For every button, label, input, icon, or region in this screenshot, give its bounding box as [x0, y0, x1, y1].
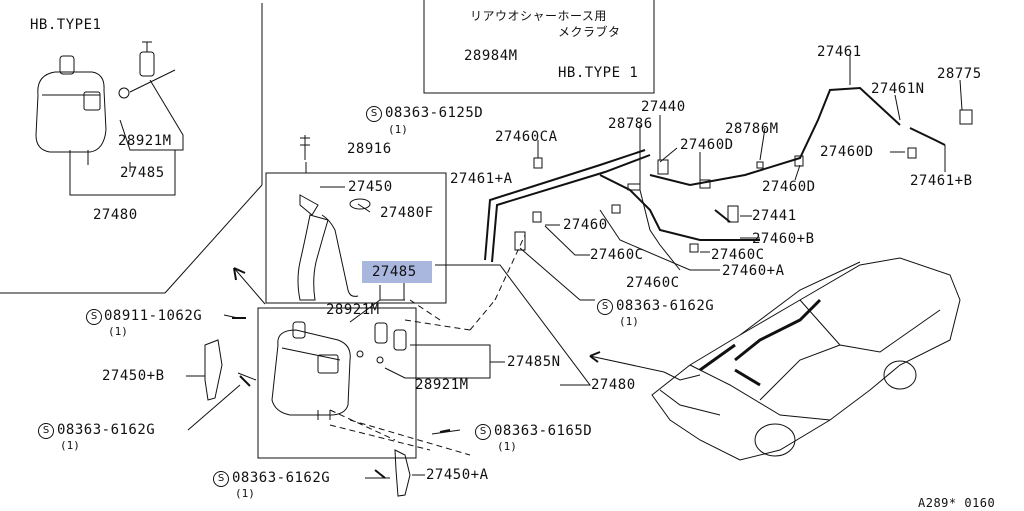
part-label-27485n[interactable]: 27485N	[507, 354, 561, 370]
part-label-27460c-2[interactable]: 27460C	[626, 275, 680, 291]
part-label-27440[interactable]: 27440	[641, 99, 686, 115]
part-label-27480f[interactable]: 27480F	[380, 205, 434, 221]
part-label-27450[interactable]: 27450	[348, 179, 393, 195]
part-label-27450b[interactable]: 27450+B	[102, 368, 165, 384]
arrow-to-car	[589, 355, 665, 373]
qty-6162g-left: (1)	[60, 439, 80, 452]
part-label-27460b[interactable]: 27460+B	[752, 231, 815, 247]
main-group-box	[257, 307, 417, 459]
part-label-27480-a[interactable]: 27480	[93, 207, 138, 223]
part-label-27461a[interactable]: 27461+A	[450, 171, 513, 187]
part-label-27460d-3[interactable]: 27460D	[820, 144, 874, 160]
diagram-reference-code: A289* 0160	[918, 496, 996, 510]
screw-symbol-icon: S	[213, 471, 229, 487]
part-label-28786[interactable]: 28786	[608, 116, 653, 132]
leader-lines	[119, 69, 184, 151]
selected-part-highlight	[362, 261, 432, 283]
part-label-27450a[interactable]: 27450+A	[426, 467, 489, 483]
part-label-28775[interactable]: 28775	[937, 66, 982, 82]
part-label-27485-selected[interactable]: 27485	[372, 264, 417, 280]
qty-1062g: (1)	[108, 325, 128, 338]
part-label-28786m[interactable]: 28786M	[725, 121, 779, 137]
bracket-27450a	[394, 449, 411, 497]
part-label-27461[interactable]: 27461	[817, 44, 862, 60]
hb-type1-box-label: HB.TYPE 1	[558, 65, 639, 81]
part-label-28921m-b[interactable]: 28921M	[326, 302, 380, 318]
part-label-08363-6162g-mid[interactable]: 08363-6162G	[616, 298, 715, 314]
reservoir-tank-small	[35, 41, 155, 165]
leader-lines	[69, 150, 176, 196]
screw-symbol-icon: S	[38, 423, 54, 439]
part-label-27461b[interactable]: 27461+B	[910, 173, 973, 189]
part-label-08363-6125d[interactable]: 08363-6125D	[385, 105, 484, 121]
qty-6162g-mid: (1)	[619, 315, 639, 328]
sub-box-28916	[265, 172, 447, 304]
qty-6125d: (1)	[388, 123, 408, 136]
part-label-27460a[interactable]: 27460+A	[722, 263, 785, 279]
part-label-27441[interactable]: 27441	[752, 208, 797, 224]
reservoir-tank-main	[271, 321, 407, 420]
part-label-08363-6162g-left[interactable]: 08363-6162G	[57, 422, 156, 438]
note-line-2: メクラブタ	[558, 25, 621, 39]
part-label-28984m[interactable]: 28984M	[464, 48, 518, 64]
note-box	[423, 0, 655, 94]
bracket-27450b	[204, 339, 257, 401]
screw-6125d	[300, 135, 310, 160]
panel-divider	[164, 184, 263, 294]
qty-6162g-bottom: (1)	[235, 487, 255, 500]
part-label-08363-6165d[interactable]: 08363-6165D	[494, 423, 593, 439]
part-label-27460d-2[interactable]: 27460D	[762, 179, 816, 195]
screw-symbol-icon: S	[475, 424, 491, 440]
part-label-27460c-3[interactable]: 27460C	[711, 247, 765, 263]
car-illustration	[651, 257, 961, 461]
filler-neck	[297, 194, 371, 301]
hose-routing	[484, 86, 946, 263]
part-label-08363-6162g-bottom[interactable]: 08363-6162G	[232, 470, 331, 486]
qty-6165d: (1)	[497, 440, 517, 453]
note-line-1: リアウオシャーホース用	[470, 9, 607, 23]
part-label-27485-a[interactable]: 27485	[120, 165, 165, 181]
part-label-28921m-c[interactable]: 28921M	[415, 377, 469, 393]
screw-symbol-icon: S	[366, 106, 382, 122]
part-label-27460c-1[interactable]: 27460C	[590, 247, 644, 263]
screw-symbol-icon: S	[86, 309, 102, 325]
part-label-28916[interactable]: 28916	[347, 141, 392, 157]
part-label-27461n[interactable]: 27461N	[871, 81, 925, 97]
part-label-27460d-1[interactable]: 27460D	[680, 137, 734, 153]
part-label-27460ca[interactable]: 27460CA	[495, 129, 558, 145]
part-label-28921m-a[interactable]: 28921M	[118, 133, 172, 149]
screw-symbol-icon: S	[597, 299, 613, 315]
hb-type1-title: HB.TYPE1	[30, 17, 102, 33]
hose-leaders	[519, 55, 963, 301]
arrow-to-sub	[233, 267, 266, 305]
part-label-08911-1062g[interactable]: 08911-1062G	[104, 308, 203, 324]
part-label-27480-b[interactable]: 27480	[591, 377, 636, 393]
part-label-27460[interactable]: 27460	[563, 217, 608, 233]
